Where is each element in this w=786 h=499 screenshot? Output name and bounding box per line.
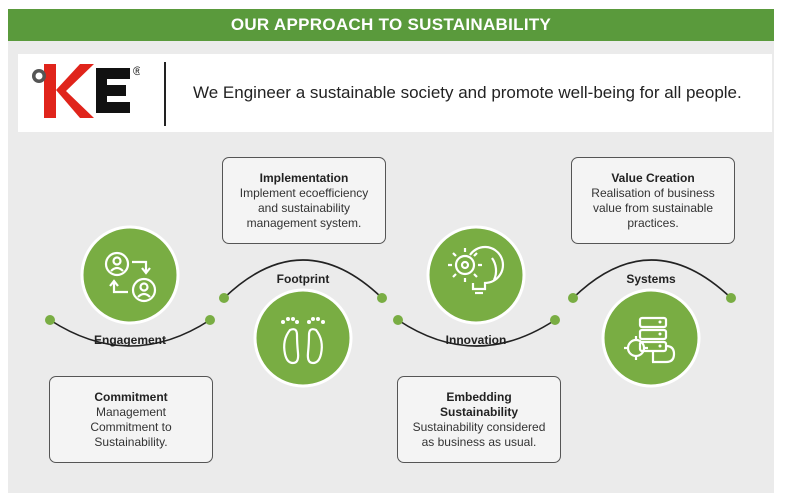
server-gear-icon (601, 288, 701, 388)
card-embedding-sustainability: Embedding Sustainability Sustainability … (397, 376, 561, 463)
card-commitment: Commitment Management Commitment to Sust… (49, 376, 213, 463)
mission-statement: We Engineer a sustainable society and pr… (193, 83, 742, 102)
arc-innovation (397, 319, 556, 347)
card-text: Realisation of business value from susta… (591, 185, 715, 230)
page-title-banner: OUR APPROACH TO SUSTAINABILITY (8, 9, 774, 41)
card-title: Value Creation (611, 170, 695, 185)
stage-label-systems: Systems (626, 272, 676, 286)
card-title: Implementation (259, 170, 349, 185)
arc-dot (568, 293, 578, 303)
stage-label-footprint: Footprint (276, 272, 330, 286)
card-text: Management Commitment to Sustainability. (90, 404, 172, 449)
statement-divider (164, 62, 166, 126)
mission-statement-box: ® We Engineer a sustainable society and … (18, 54, 772, 132)
card-text: Implement ecoefficiency and sustainabili… (239, 185, 369, 230)
card-value-creation: Value Creation Realisation of business v… (571, 157, 735, 244)
people-exchange-icon (80, 225, 180, 325)
arc-dot (550, 315, 560, 325)
arc-systems (572, 259, 732, 299)
arc-dot (219, 293, 229, 303)
footprints-icon (253, 288, 353, 388)
gear-lightbulb-icon (426, 225, 526, 325)
arc-dot (726, 293, 736, 303)
company-logo: ® (32, 64, 140, 118)
card-title: Commitment (94, 389, 168, 404)
card-text: Sustainability considered as business as… (412, 419, 546, 449)
arc-dot (205, 315, 215, 325)
card-title: Embedding Sustainability (439, 389, 519, 419)
arc-engagement (49, 319, 211, 347)
arc-dot (45, 315, 55, 325)
arc-dot (377, 293, 387, 303)
page-title: OUR APPROACH TO SUSTAINABILITY (230, 15, 552, 34)
arc-footprint (223, 259, 383, 299)
arc-dot (393, 315, 403, 325)
stage-label-innovation: Innovation (445, 333, 507, 347)
card-implementation: Implementation Implement ecoefficiency a… (222, 157, 386, 244)
svg-text:®: ® (133, 64, 140, 78)
stage-label-engagement: Engagement (93, 333, 166, 347)
